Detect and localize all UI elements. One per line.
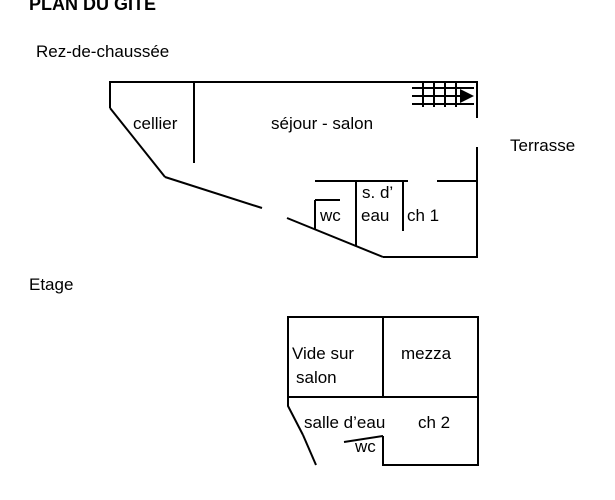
room-label-mezza: mezza bbox=[401, 344, 452, 363]
upper-floor-walls bbox=[287, 316, 479, 466]
wc-upper-partition bbox=[343, 435, 384, 443]
room-label-sdeau-line2: eau bbox=[361, 206, 390, 225]
ground-lower-left-wall bbox=[164, 176, 263, 209]
room-label-vide-sur-salon-line1: Vide sur bbox=[292, 344, 355, 363]
ground-lower-right-wall bbox=[286, 217, 384, 258]
room-label-wc-upper: wc bbox=[355, 437, 376, 456]
room-label-wc-ground: wc bbox=[320, 206, 341, 225]
upper-outer-wall bbox=[287, 316, 479, 466]
ground-outer-top-wall bbox=[109, 81, 478, 118]
room-label-salle-deau: salle d’eau bbox=[304, 413, 386, 432]
wc-diagonal-wall bbox=[302, 434, 317, 466]
plan-title: PLAN DU GITE bbox=[29, 0, 157, 14]
room-label-sdeau-line1: s. d’ bbox=[362, 183, 394, 202]
upper-floor-heading: Etage bbox=[29, 275, 74, 294]
staircase bbox=[412, 82, 474, 107]
room-label-ch1: ch 1 bbox=[407, 206, 440, 225]
ground-diagonal-wall bbox=[109, 107, 166, 178]
ground-floor-walls bbox=[109, 81, 478, 258]
room-label-cellier: cellier bbox=[133, 114, 178, 133]
room-label-ch2: ch 2 bbox=[418, 413, 451, 432]
stair-direction-arrow-head bbox=[460, 89, 474, 103]
room-label-vide-sur-salon-line2: salon bbox=[296, 368, 337, 387]
ground-floor-heading: Rez-de-chaussée bbox=[36, 42, 170, 61]
room-label-sejour-salon: séjour - salon bbox=[271, 114, 374, 133]
terrace-label: Terrasse bbox=[510, 136, 576, 155]
